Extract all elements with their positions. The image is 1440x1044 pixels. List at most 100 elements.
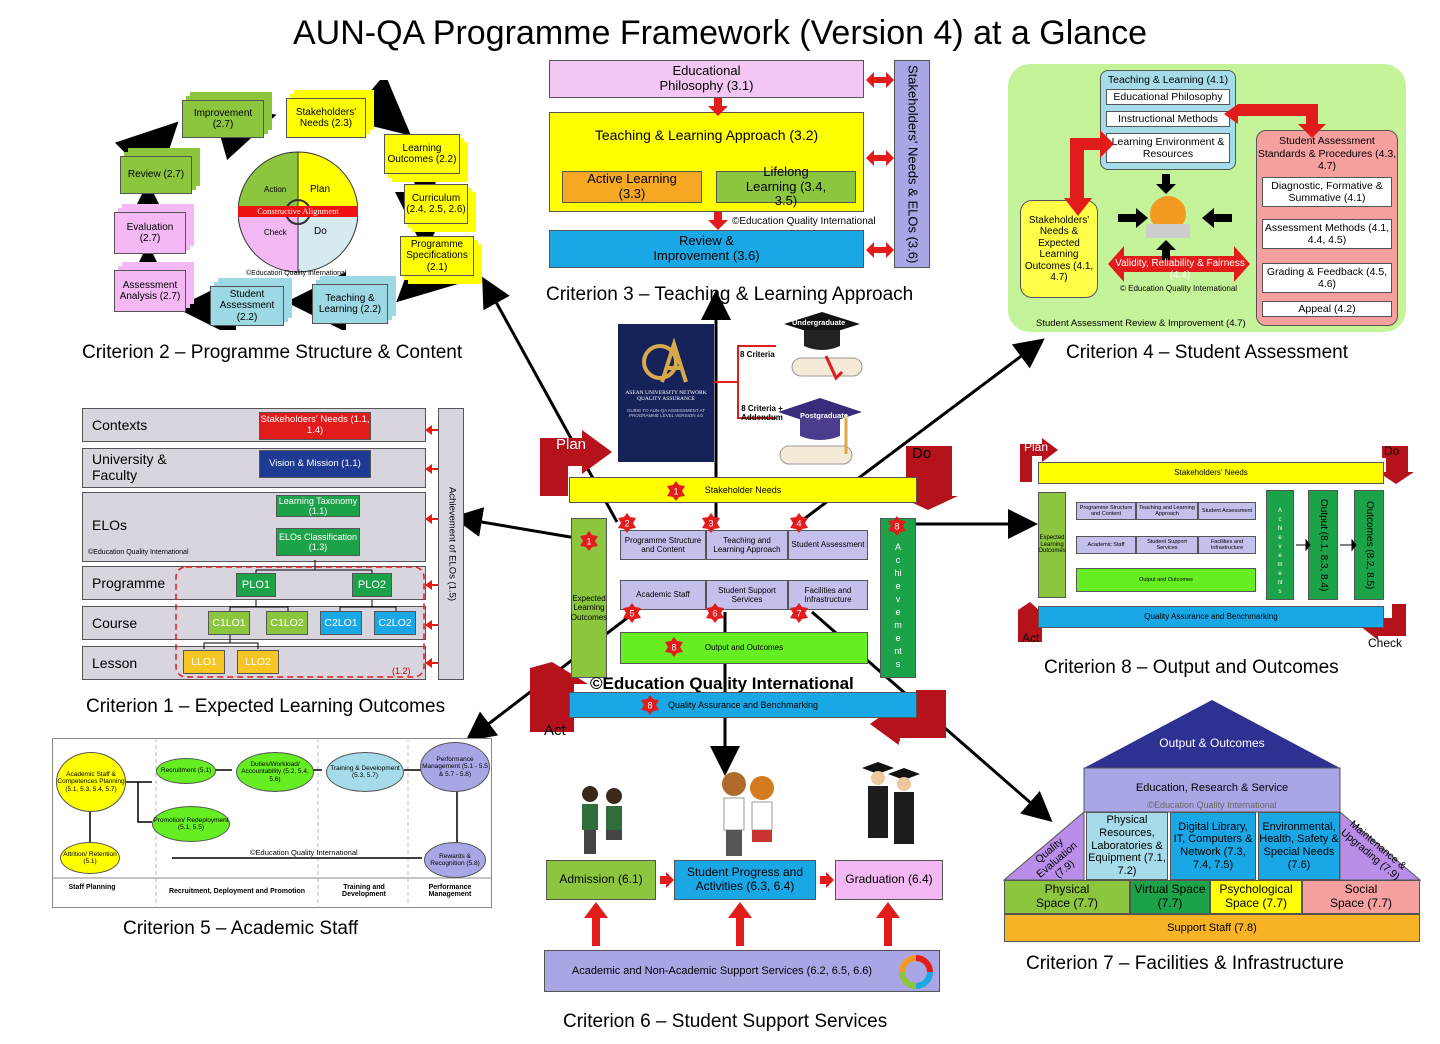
badge-8-qa: 8 bbox=[641, 695, 659, 715]
c1-clo-3: C2LO1 bbox=[320, 611, 362, 635]
c5-training: Training & Development (5.3, 5.7) bbox=[326, 752, 404, 792]
badge-1: 1 bbox=[580, 531, 598, 551]
c2-alignment: Constructive Alignment bbox=[257, 206, 339, 216]
center-achievements-label: Achievements bbox=[894, 541, 902, 670]
c8-do: Do bbox=[1384, 444, 1400, 458]
c5-footer-4: Performance Management bbox=[428, 884, 472, 898]
badge-8-output: 8 bbox=[665, 637, 683, 657]
c7-space-4: Social Space (7.7) bbox=[1302, 880, 1420, 914]
c4-copyright: © Education Quality International bbox=[1120, 284, 1238, 293]
c7-caption: Criterion 7 – Facilities & Infrastructur… bbox=[1026, 953, 1344, 974]
c1-vision: Vision & Mission (1.1) bbox=[259, 450, 371, 478]
c6-graduates-icon bbox=[862, 762, 920, 844]
c1-label-programme: Programme bbox=[92, 575, 166, 591]
c8-cell-5: Student Support Services bbox=[1136, 536, 1198, 554]
c5-promotion: Promotion/ Redeployment (5.1, 5.5) bbox=[152, 806, 230, 842]
center-plan: Plan bbox=[556, 436, 587, 453]
c7-house-shapes bbox=[1002, 700, 1422, 881]
c1-label-course: Course bbox=[92, 615, 138, 631]
c1-label-university: University & Faculty bbox=[92, 451, 167, 484]
c7-pillar-3: Environmental, Health, Safety & Special … bbox=[1258, 812, 1340, 880]
svg-text:4: 4 bbox=[796, 519, 801, 529]
c7-pillar-1: Physical Resources, Laboratories & Equip… bbox=[1086, 812, 1168, 880]
c5-planning: Academic Staff & Competences Planning (5… bbox=[56, 752, 126, 812]
c4-sa-title: Student Assessment Standards & Procedure… bbox=[1257, 135, 1397, 173]
c7-space-3: Psychological Space (7.7) bbox=[1210, 880, 1302, 914]
center-achievements: Achievements bbox=[880, 518, 916, 678]
c3-active: Active Learning (3.3) bbox=[562, 171, 702, 203]
postgrad-cap-icon bbox=[778, 398, 862, 465]
c1-tree-lines bbox=[175, 560, 425, 678]
c6-support: Academic and Non-Academic Support Servic… bbox=[544, 950, 940, 992]
criteria-8: 8 Criteria bbox=[740, 350, 775, 359]
c2-cycle-do: Do bbox=[314, 226, 327, 237]
c3-copyright: ©Education Quality International bbox=[732, 216, 876, 227]
svg-text:2: 2 bbox=[624, 519, 629, 529]
c1-clo-1: C1LO1 bbox=[208, 611, 250, 635]
c4-tl-item-1: Educational Philosophy bbox=[1106, 89, 1230, 105]
c2-cycle-plan: Plan bbox=[310, 184, 331, 195]
c1-clo-4: C2LO2 bbox=[374, 611, 416, 635]
c5-footer-3: Training and Development bbox=[342, 884, 386, 898]
c3-approach-label: Teaching & Learning Approach (3.2) bbox=[594, 127, 819, 143]
c3-philosophy: Educational Philosophy (3.1) bbox=[549, 60, 864, 98]
c6-students-icon bbox=[582, 786, 622, 854]
c8-cell-6: Facilities and Infrastructure bbox=[1198, 536, 1256, 554]
c4-tl-item-3: Learning Environment & Resources bbox=[1106, 133, 1230, 163]
badge-1-top: 1 bbox=[667, 481, 685, 501]
c8-achievements-label: Achievements bbox=[1277, 508, 1283, 595]
c4-sa-item-4: Appeal (4.2) bbox=[1262, 301, 1392, 317]
c4-sa-item-3: Grading & Feedback (4.5, 4.6) bbox=[1262, 263, 1392, 293]
svg-text:5: 5 bbox=[629, 609, 634, 619]
c3-approach-box: Teaching & Learning Approach (3.2) Activ… bbox=[549, 112, 864, 212]
c8-act: Act bbox=[1022, 631, 1040, 645]
c3-arrows bbox=[708, 72, 894, 258]
c1-plo-2: PLO2 bbox=[352, 573, 392, 597]
grad-links bbox=[714, 345, 776, 419]
c4-tl-box: Teaching & Learning (4.1) Educational Ph… bbox=[1100, 70, 1236, 170]
c4-sa-item-2: Assessment Methods (4.1, 4.4, 4.5) bbox=[1262, 219, 1392, 249]
c2-improvement: Improvement (2.7) bbox=[182, 100, 264, 138]
c8-cell-4: Academic Staff bbox=[1076, 536, 1136, 554]
c4-tl-title: Teaching & Learning (4.1) bbox=[1107, 74, 1229, 86]
c1-label-elos: ELOs bbox=[92, 517, 128, 533]
guide-book: ASEAN UNIVERSITY NETWORK QUALITY ASSURAN… bbox=[618, 324, 714, 462]
c5-frame bbox=[52, 738, 492, 908]
c1-stakeholders: Stakeholders' Needs (1.1, 1.4) bbox=[259, 412, 371, 440]
c7-ers: Education, Research & Service bbox=[1135, 782, 1289, 794]
center-qa: Quality Assurance and Benchmarking bbox=[569, 692, 917, 718]
c2-evaluation: Evaluation (2.7) bbox=[114, 212, 186, 254]
c6-progress-icon bbox=[722, 772, 774, 856]
center-elo: Expected Learning Outcomes bbox=[571, 518, 607, 678]
center-check: Check bbox=[898, 736, 941, 753]
c8-cell-1: Programme Structure and Content bbox=[1076, 502, 1136, 520]
c8-inner-arrows bbox=[1296, 538, 1357, 552]
badge-4: 4 bbox=[790, 513, 808, 533]
c6-admission: Admission (6.1) bbox=[546, 860, 656, 900]
book-subtitle: GUIDE TO AUN-QA ASSESSMENT AT PROGRAMME … bbox=[627, 408, 705, 418]
svg-text:6: 6 bbox=[712, 609, 717, 619]
c6-caption: Criterion 6 – Student Support Services bbox=[563, 1011, 888, 1032]
c1-side-arrows bbox=[425, 425, 438, 668]
criteria-8-addendum: 8 Criteria + Addendum bbox=[741, 404, 783, 422]
aun-logo-icon bbox=[642, 338, 688, 383]
c5-caption: Criterion 5 – Academic Staff bbox=[123, 918, 359, 939]
c2-cycle-check: Check bbox=[264, 228, 287, 237]
postgrad-label: Postgraduate bbox=[800, 411, 848, 420]
book-title: ASEAN UNIVERSITY NETWORK QUALITY ASSURAN… bbox=[625, 390, 707, 402]
c6-graduation: Graduation (6.4) bbox=[835, 860, 943, 900]
c5-footer-1: Staff Planning bbox=[68, 884, 116, 891]
c5-attrition: Attrition/ Retention (5.1) bbox=[60, 842, 120, 874]
c1-caption: Criterion 1 – Expected Learning Outcomes bbox=[86, 696, 446, 717]
svg-text:1: 1 bbox=[586, 537, 591, 547]
c5-recruitment: Recruitment (5.1) bbox=[156, 758, 216, 784]
arrow-to-c1 bbox=[452, 507, 589, 542]
c5-duties: Duties/Workload/ Accountability (5.2, 5.… bbox=[236, 752, 314, 792]
badge-7: 7 bbox=[790, 603, 808, 623]
page-title: AUN-QA Programme Framework (Version 4) a… bbox=[292, 14, 1148, 52]
c7-copyright: ©Education Quality International bbox=[1147, 800, 1277, 810]
c2-curriculum: Curriculum (2.4, 2.5, 2.6) bbox=[404, 184, 468, 224]
c1-ref: (1.2) bbox=[392, 666, 411, 676]
c8-output-outcomes: Output and Outcomes bbox=[1076, 568, 1256, 592]
center-cell-1: Programme Structure and Content bbox=[620, 530, 706, 560]
